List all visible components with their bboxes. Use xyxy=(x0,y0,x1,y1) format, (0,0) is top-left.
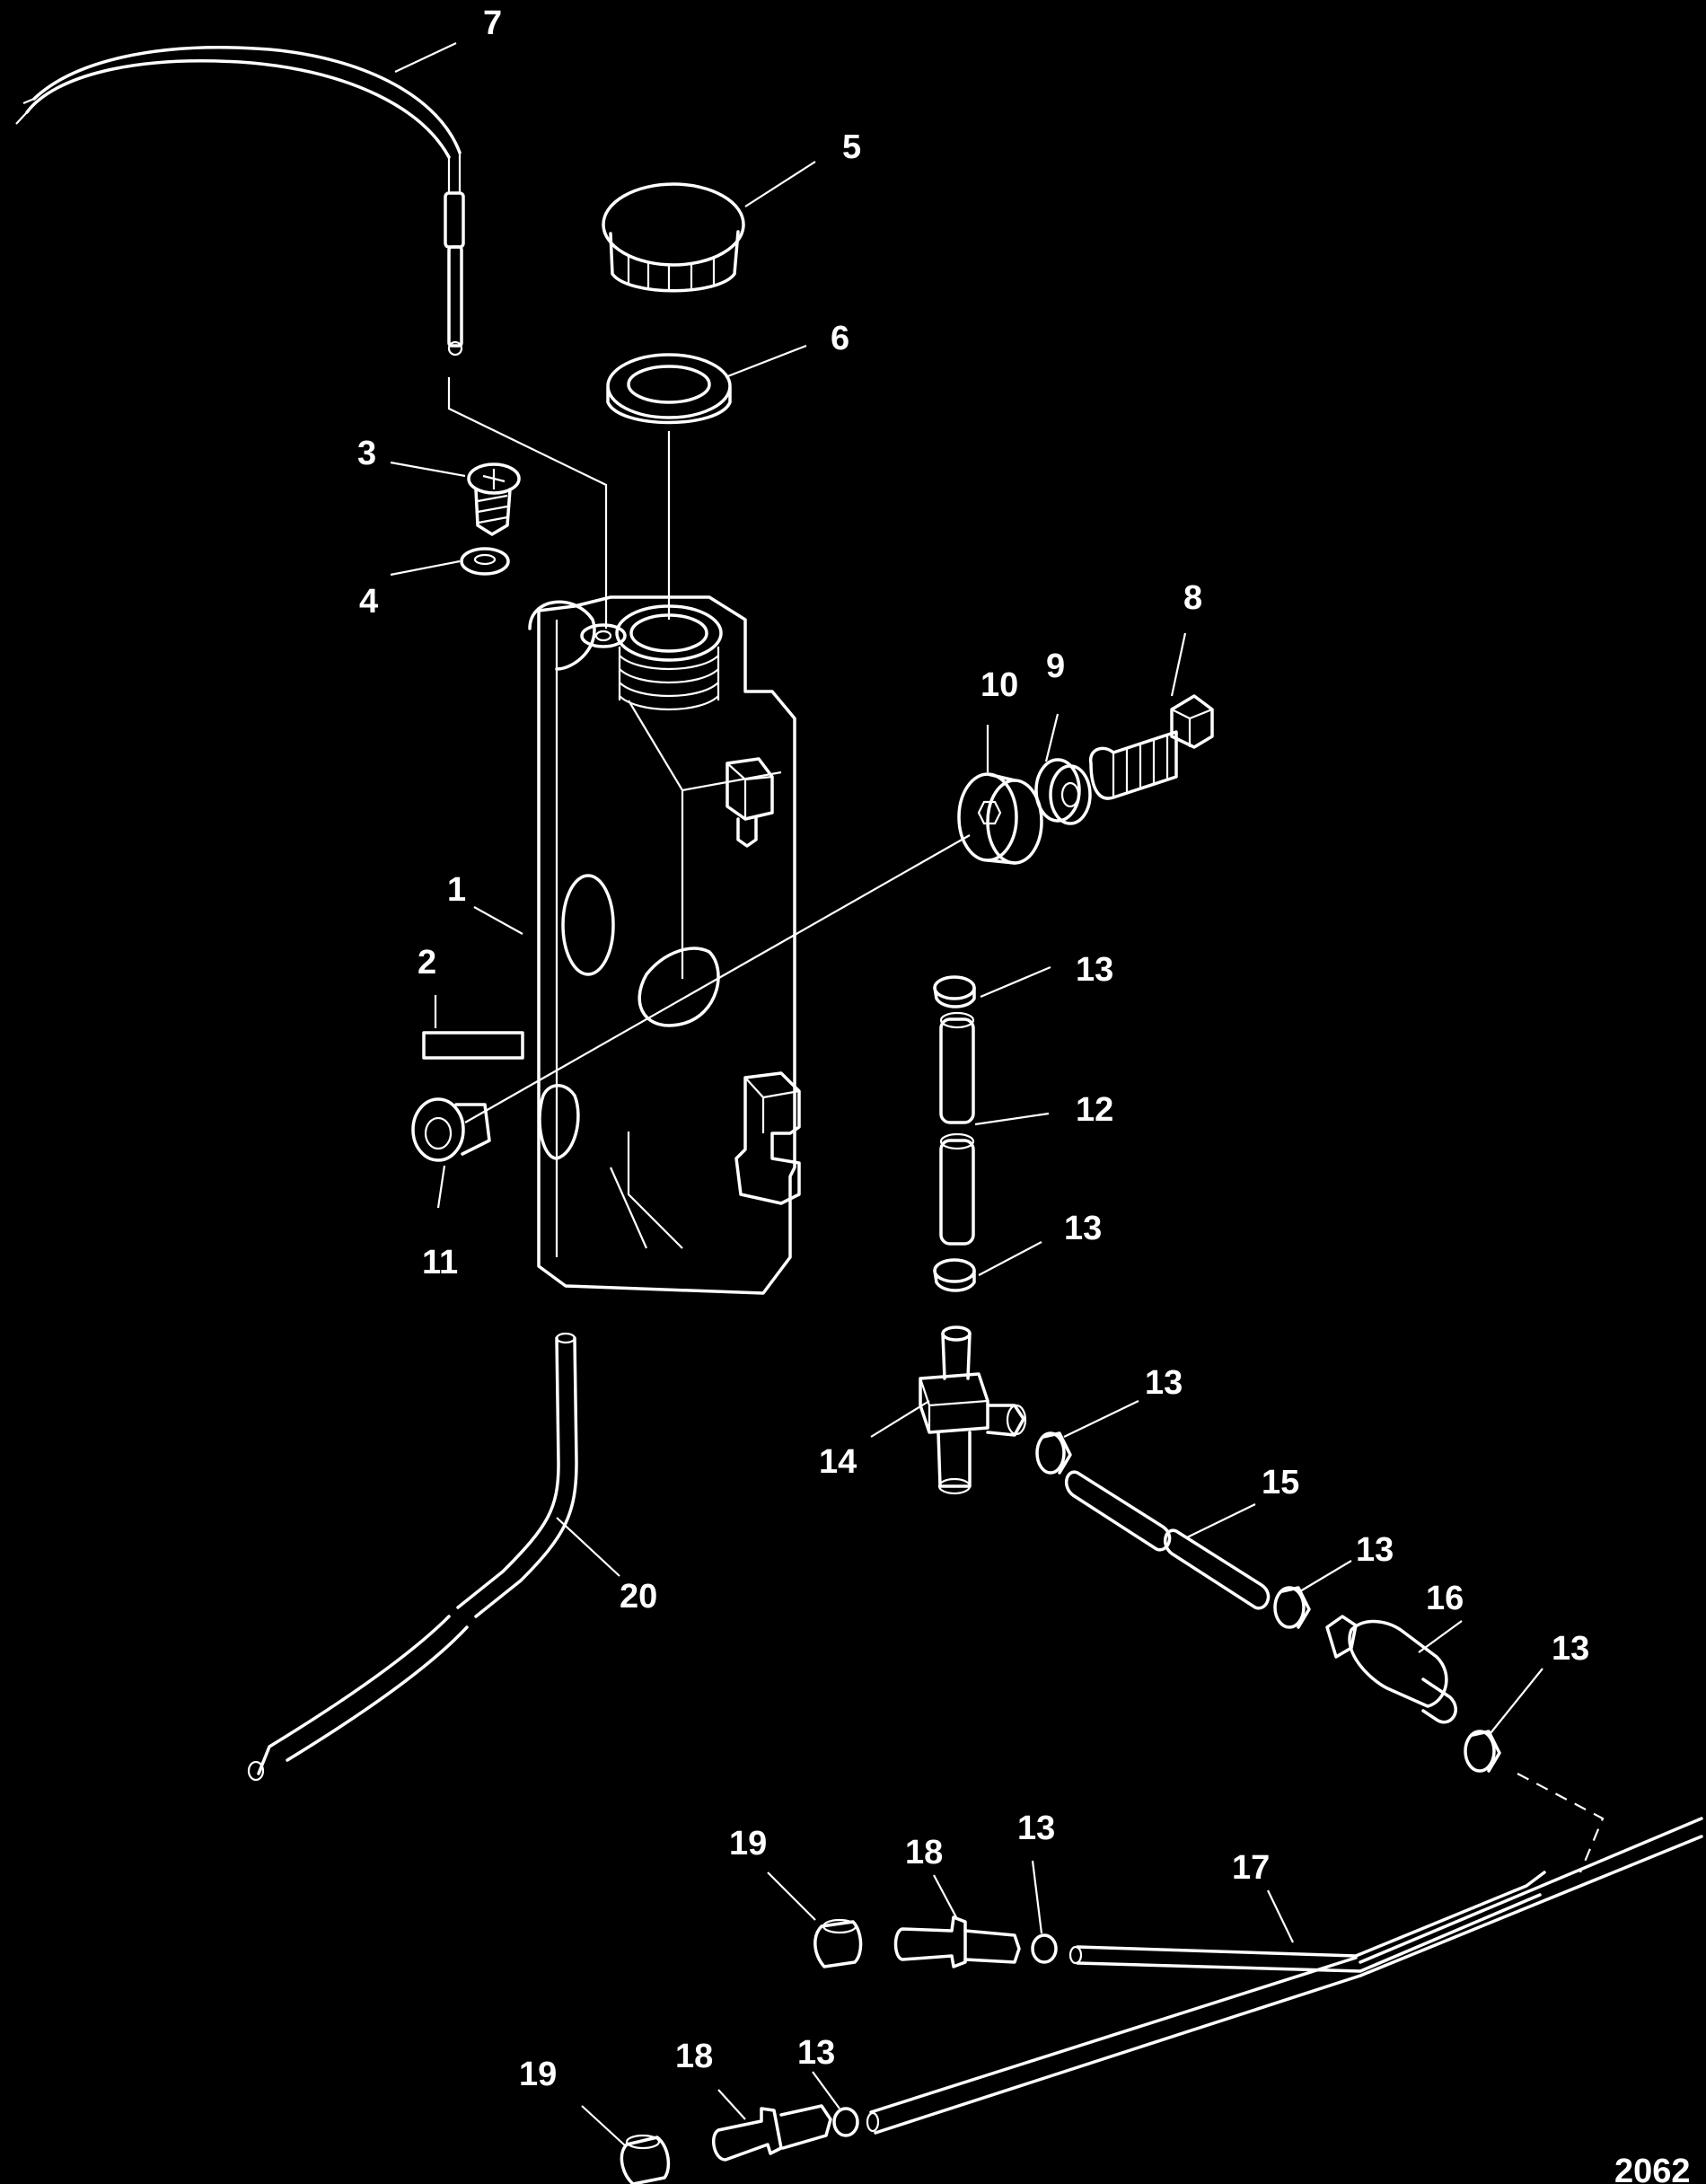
callout-13-b: 13 xyxy=(1064,1210,1102,1247)
part-11-grommet xyxy=(411,1097,491,1162)
callout-15: 15 xyxy=(1262,1464,1299,1502)
part-10-bushing xyxy=(957,772,1043,865)
part-15-hose xyxy=(1064,1470,1271,1610)
part-13-clamp-c xyxy=(1035,1431,1072,1475)
part-13-clamp-d xyxy=(1273,1586,1311,1629)
part-18-fitting-b xyxy=(711,2104,832,2162)
callout-17: 17 xyxy=(1232,1849,1270,1887)
part-12-hose xyxy=(939,1011,975,1246)
callout-4: 4 xyxy=(359,583,378,621)
part-16-filter xyxy=(1325,1615,1457,1724)
assembly-line-11-10 xyxy=(464,834,971,1123)
callout-10: 10 xyxy=(981,666,1018,704)
part-13-clamp-e xyxy=(1464,1730,1501,1773)
part-13-clamp-g xyxy=(832,2107,859,2137)
callout-13-f: 13 xyxy=(1017,1810,1055,1847)
callout-13-a: 13 xyxy=(1076,951,1113,989)
leader-lines xyxy=(390,42,1543,2147)
part-2-decal xyxy=(422,1031,524,1060)
figure-number: 2062 xyxy=(1614,2153,1691,2184)
part-8-bolt xyxy=(1088,694,1214,800)
callout-labels: 1 2 3 4 5 6 7 8 9 10 11 12 13 13 13 13 1… xyxy=(357,4,1691,2184)
callout-2: 2 xyxy=(418,944,436,982)
callout-9: 9 xyxy=(1046,647,1065,685)
callout-16: 16 xyxy=(1426,1580,1464,1617)
part-4-washer xyxy=(460,547,510,576)
callout-18-b: 18 xyxy=(675,2038,713,2075)
part-6-gasket xyxy=(606,353,732,425)
callout-3: 3 xyxy=(357,435,376,472)
callout-19-b: 19 xyxy=(519,2056,557,2093)
part-5-fill-cap xyxy=(602,182,745,293)
part-19-cap-b xyxy=(620,2134,671,2184)
part-9-washer xyxy=(1034,758,1092,825)
callout-13-c: 13 xyxy=(1145,1364,1183,1402)
part-20-hose xyxy=(247,1332,578,1782)
part-13-clamp-b xyxy=(933,1258,976,1292)
callout-6: 6 xyxy=(831,320,849,357)
assembly-line-7 xyxy=(447,377,608,629)
callout-14: 14 xyxy=(819,1443,857,1481)
callout-19-a: 19 xyxy=(729,1825,767,1863)
callout-13-e: 13 xyxy=(1552,1630,1589,1668)
callout-7: 7 xyxy=(483,4,502,42)
part-17-hose-assembly xyxy=(866,1817,1703,2135)
part-19-cap-a xyxy=(813,1918,863,1968)
part-14-tee-fitting xyxy=(919,1325,1027,1495)
assembly-line-13-17 xyxy=(1517,1773,1605,1873)
part-13-clamp-a xyxy=(933,975,976,1008)
part-18-fitting-a xyxy=(893,1915,1021,1968)
callout-13-g: 13 xyxy=(797,2034,835,2072)
callout-20: 20 xyxy=(620,1578,657,1616)
callout-13-d: 13 xyxy=(1356,1531,1394,1569)
part-3-screw xyxy=(467,462,521,536)
part-7-sensor-wire xyxy=(15,46,465,357)
part-13-clamp-f xyxy=(1031,1933,1058,1964)
callout-12: 12 xyxy=(1076,1091,1113,1129)
callout-5: 5 xyxy=(842,128,861,166)
part-1-oil-tank xyxy=(528,595,801,1295)
callout-1: 1 xyxy=(447,871,466,909)
callout-8: 8 xyxy=(1183,579,1202,617)
callout-18-a: 18 xyxy=(905,1834,943,1871)
callout-11: 11 xyxy=(422,1244,458,1281)
